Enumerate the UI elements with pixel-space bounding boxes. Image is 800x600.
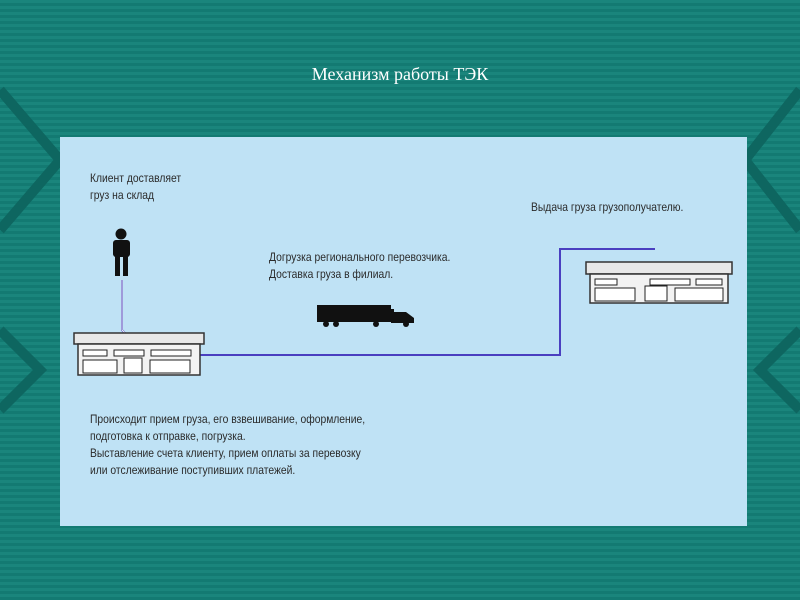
recipient-delivery-label: Выдача груза грузополучателю. <box>531 199 683 216</box>
warehouse-icon <box>73 332 205 376</box>
label-line: Выставление счета клиенту, прием оплаты … <box>90 446 361 460</box>
label-line: Выдача груза грузополучателю. <box>531 200 684 214</box>
cargo-process-description: Происходит прием груза, его взвешивание,… <box>90 411 365 479</box>
warehouse-icon <box>585 261 733 304</box>
slide-title: Механизм работы ТЭК <box>311 64 489 84</box>
person-icon <box>113 228 130 276</box>
client-delivers-label: Клиент доставляет груз на склад <box>90 170 181 204</box>
label-line: Происходит прием груза, его взвешивание,… <box>90 412 366 426</box>
label-line: Догрузка регионального перевозчика. <box>269 250 451 264</box>
diagram-panel: Клиент доставляет груз на склад Догрузка… <box>60 137 747 526</box>
label-line: или отслеживание поступивших платежей. <box>90 463 296 477</box>
truck-icon <box>317 305 414 327</box>
label-line: подготовка к отправке, погрузка. <box>90 429 246 443</box>
label-line: груз на склад <box>90 188 155 202</box>
regional-carrier-label: Догрузка регионального перевозчика. Дост… <box>269 249 450 283</box>
label-line: Клиент доставляет <box>90 171 182 185</box>
label-line: Доставка груза в филиал. <box>269 267 394 281</box>
diagram-canvas <box>73 228 733 376</box>
